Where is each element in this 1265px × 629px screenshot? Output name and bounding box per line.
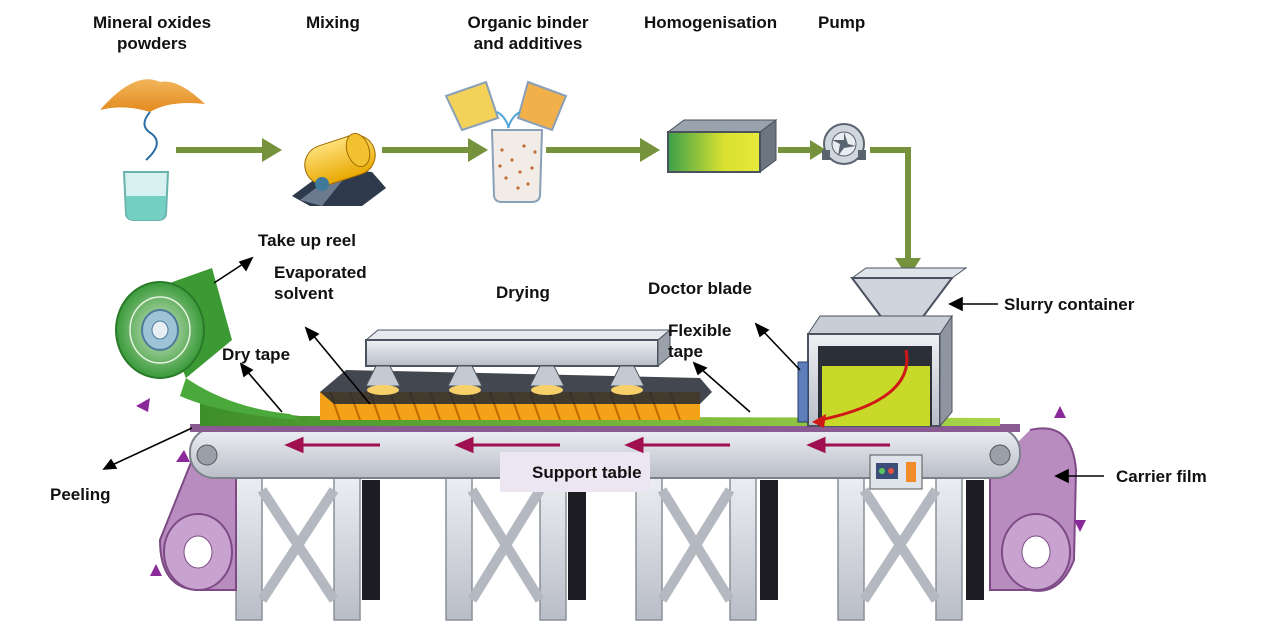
flow-arrows xyxy=(176,147,911,260)
pointer-arrows xyxy=(102,256,1104,484)
support-table xyxy=(158,424,1078,621)
label-drying: Drying xyxy=(496,283,550,302)
ball-mill-icon xyxy=(292,132,386,206)
label-take-up-reel: Take up reel xyxy=(258,231,356,250)
label-carrier-film: Carrier film xyxy=(1116,467,1207,486)
label-organic-binder-text: Organic binder and additives xyxy=(467,13,589,53)
slurry-container xyxy=(797,267,968,428)
direction-arrows xyxy=(284,436,890,454)
motion-arrows xyxy=(136,398,1086,576)
label-flexible-tape: Flexible tape xyxy=(668,320,731,362)
flow-arrowheads xyxy=(262,138,921,278)
label-dry-tape: Dry tape xyxy=(222,345,291,364)
label-doctor-blade: Doctor blade xyxy=(648,279,752,298)
label-mixing: Mixing xyxy=(306,13,360,32)
beaker-icon xyxy=(122,171,170,221)
label-evaporated-solvent-text: Evaporated solvent xyxy=(274,263,367,303)
binder-beakers-icon xyxy=(444,80,568,203)
label-mineral-oxides-text: Mineral oxides powders xyxy=(92,13,212,53)
label-evaporated-solvent: Evaporated solvent xyxy=(274,262,367,304)
label-slurry-container: Slurry container xyxy=(1004,295,1135,314)
label-mineral-oxides: Mineral oxides powders xyxy=(72,12,232,54)
label-flexible-tape-text: Flexible tape xyxy=(668,321,732,361)
homogeniser-icon xyxy=(666,119,778,173)
label-pump: Pump xyxy=(818,13,866,32)
label-support-table: Support table xyxy=(532,463,642,482)
label-homogenisation: Homogenisation xyxy=(644,13,778,32)
label-peeling: Peeling xyxy=(50,485,111,504)
drying-hood xyxy=(320,328,712,404)
label-organic-binder: Organic binder and additives xyxy=(448,12,608,54)
powder-pile-icon xyxy=(100,79,205,161)
take-up-reel-icon xyxy=(115,268,300,420)
pump-icon xyxy=(822,123,866,165)
